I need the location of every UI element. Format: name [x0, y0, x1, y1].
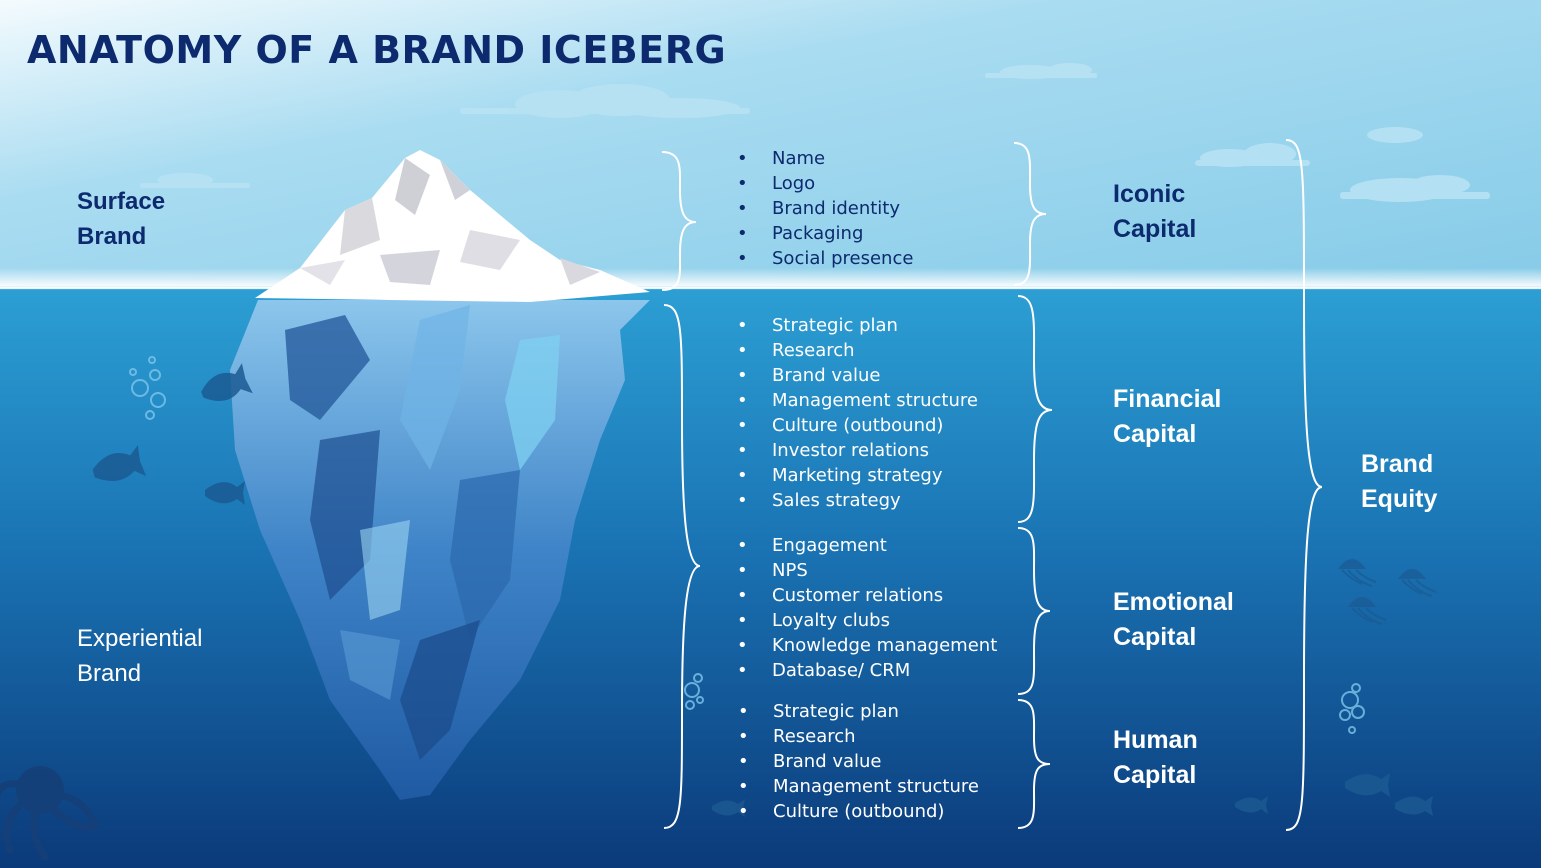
- list-item: Engagement: [737, 533, 997, 558]
- financial-capital-label: Financial Capital: [1113, 382, 1313, 452]
- iconic-capital-label: Iconic Capital: [1113, 177, 1313, 247]
- human-capital-brace: [1017, 699, 1051, 829]
- human-capital-label-line-1: Human: [1113, 726, 1198, 754]
- brand-equity-label: Brand Equity: [1361, 447, 1541, 517]
- cloud-icon: [1195, 143, 1310, 167]
- surface-list-left-brace: [661, 151, 697, 291]
- emotional-capital-brace: [1017, 527, 1051, 695]
- brand-equity-label-line-1: Brand: [1361, 450, 1434, 478]
- emotional-capital-list: Engagement NPS Customer relations Loyalt…: [737, 533, 997, 683]
- bubbles-icon: [1339, 683, 1365, 734]
- fish-icon: [201, 363, 253, 402]
- bubbles-icon: [129, 356, 166, 420]
- list-item: Name: [737, 146, 913, 171]
- list-item: Brand value: [738, 749, 979, 774]
- list-item: Strategic plan: [737, 313, 978, 338]
- emotional-capital-label: Emotional Capital: [1113, 585, 1313, 655]
- list-item: Culture (outbound): [737, 413, 978, 438]
- iconic-capital-label-line-2: Capital: [1113, 215, 1197, 243]
- page-title: ANATOMY OF A BRAND ICEBERG: [27, 28, 727, 72]
- iconic-capital-brace: [1013, 142, 1047, 286]
- list-item: Brand identity: [737, 196, 913, 221]
- horizon-glow: [0, 268, 1541, 290]
- iceberg-icon: [230, 150, 650, 800]
- list-item: Research: [738, 724, 979, 749]
- experiential-brand-label: Experiential Brand: [77, 621, 277, 691]
- underwater-list-left-brace: [663, 304, 701, 829]
- iconic-capital-label-line-1: Iconic: [1113, 180, 1186, 208]
- bubbles-icon: [684, 673, 704, 710]
- experiential-brand-label-line-2: Brand: [77, 660, 142, 687]
- fish-icon: [1235, 796, 1268, 814]
- list-item: Marketing strategy: [737, 463, 978, 488]
- human-capital-label: Human Capital: [1113, 723, 1313, 793]
- list-item: Brand value: [737, 363, 978, 388]
- list-item: Culture (outbound): [738, 799, 979, 824]
- financial-capital-label-line-1: Financial: [1113, 385, 1222, 413]
- list-item: Loyalty clubs: [737, 608, 997, 633]
- jellyfish-icon: [1337, 559, 1377, 587]
- list-item: NPS: [737, 558, 997, 583]
- jellyfish-icon: [1397, 569, 1437, 597]
- list-item: Social presence: [737, 246, 913, 271]
- jellyfish-icon: [1347, 597, 1387, 625]
- financial-capital-brace: [1017, 295, 1053, 523]
- cloud-icon: [985, 63, 1097, 79]
- brand-equity-brace: [1285, 139, 1323, 831]
- list-item: Database/ CRM: [737, 658, 997, 683]
- cloud-icon: [1340, 127, 1490, 202]
- fish-icon: [712, 799, 745, 817]
- list-item: Research: [737, 338, 978, 363]
- list-item: Investor relations: [737, 438, 978, 463]
- experiential-brand-label-line-1: Experiential: [77, 625, 203, 652]
- octopus-icon: [0, 766, 99, 861]
- cloud-icon: [460, 84, 750, 118]
- surface-brand-label: Surface Brand: [77, 184, 277, 254]
- fish-icon: [1345, 773, 1390, 797]
- list-item: Management structure: [737, 388, 978, 413]
- emotional-capital-label-line-1: Emotional: [1113, 588, 1234, 616]
- financial-capital-list: Strategic plan Research Brand value Mana…: [737, 313, 978, 513]
- list-item: Strategic plan: [738, 699, 979, 724]
- cloud-icon: [140, 173, 250, 188]
- list-item: Logo: [737, 171, 913, 196]
- emotional-capital-label-line-2: Capital: [1113, 623, 1197, 651]
- iconic-capital-list: Name Logo Brand identity Packaging Socia…: [737, 146, 913, 271]
- surface-brand-label-line-1: Surface: [77, 188, 166, 215]
- financial-capital-label-line-2: Capital: [1113, 420, 1197, 448]
- human-capital-list: Strategic plan Research Brand value Mana…: [738, 699, 979, 824]
- list-item: Customer relations: [737, 583, 997, 608]
- fish-icon: [205, 481, 245, 505]
- fish-icon: [1395, 796, 1433, 816]
- fish-icon: [92, 445, 147, 482]
- list-item: Knowledge management: [737, 633, 997, 658]
- human-capital-label-line-2: Capital: [1113, 761, 1197, 789]
- list-item: Management structure: [738, 774, 979, 799]
- surface-brand-label-line-2: Brand: [77, 223, 147, 250]
- list-item: Sales strategy: [737, 488, 978, 513]
- iceberg-tip: [255, 150, 650, 302]
- brand-equity-label-line-2: Equity: [1361, 485, 1438, 513]
- list-item: Packaging: [737, 221, 913, 246]
